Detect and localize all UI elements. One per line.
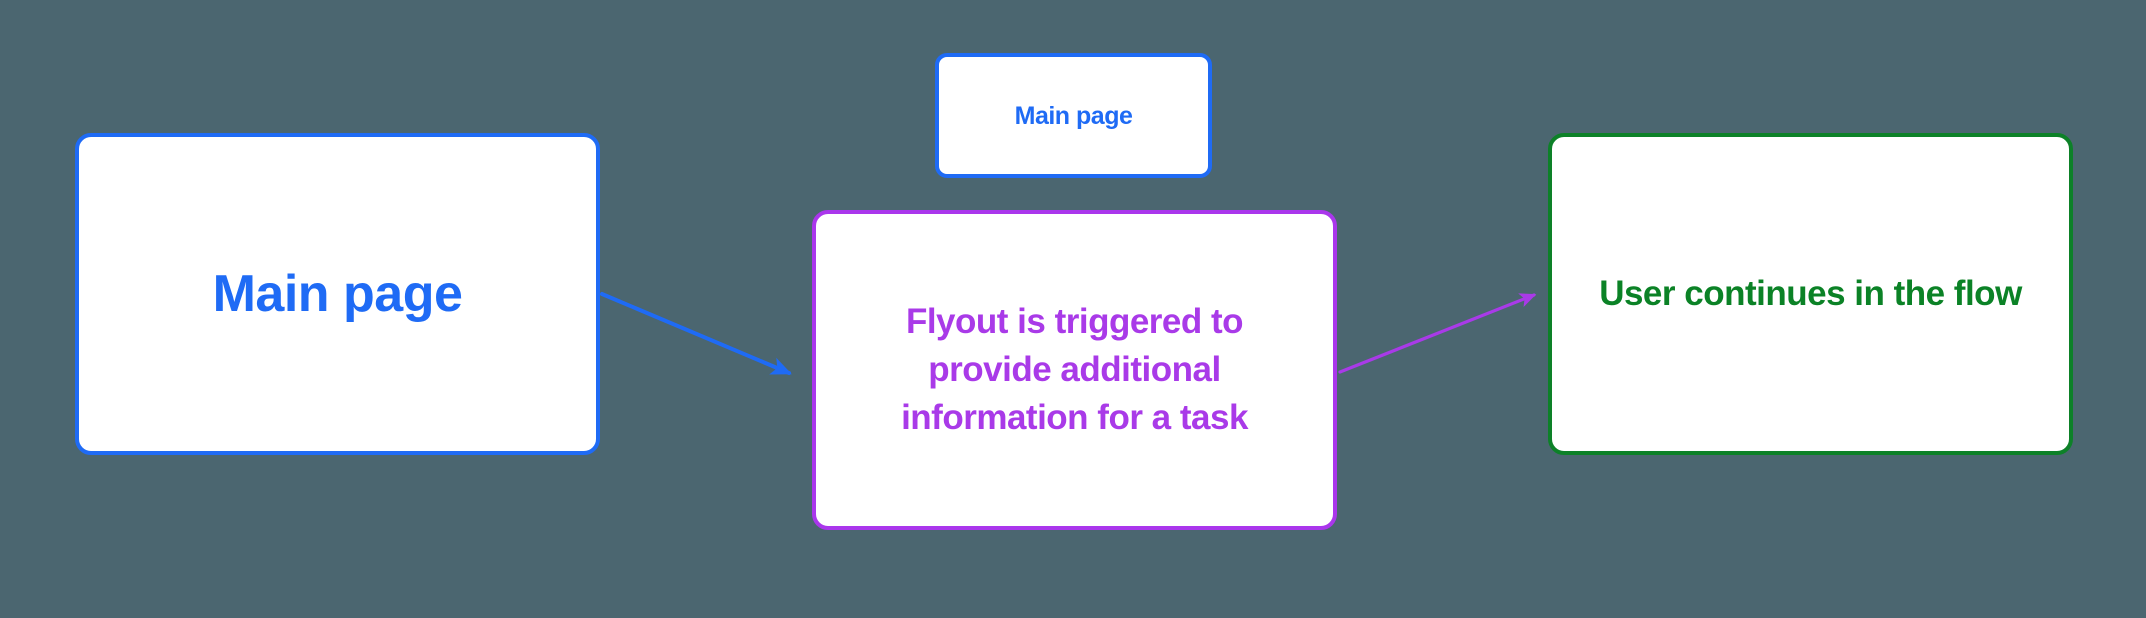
connector-flyout-to-user-continues — [1338, 293, 1537, 374]
node-user-continues[interactable]: User continues in the flow — [1548, 133, 2073, 455]
node-main-page-large-label: Main page — [212, 265, 463, 323]
node-flyout[interactable]: Flyout is triggered to provide additiona… — [812, 210, 1337, 530]
node-main-page-small-label: Main page — [1014, 101, 1133, 130]
node-main-page-small[interactable]: Main page — [935, 53, 1212, 178]
connector-main-page-to-flyout — [600, 292, 792, 375]
node-flyout-label: Flyout is triggered to provide additiona… — [901, 302, 1248, 437]
node-user-continues-label: User continues in the flow — [1599, 274, 2022, 313]
node-main-page-large[interactable]: Main page — [75, 133, 600, 455]
